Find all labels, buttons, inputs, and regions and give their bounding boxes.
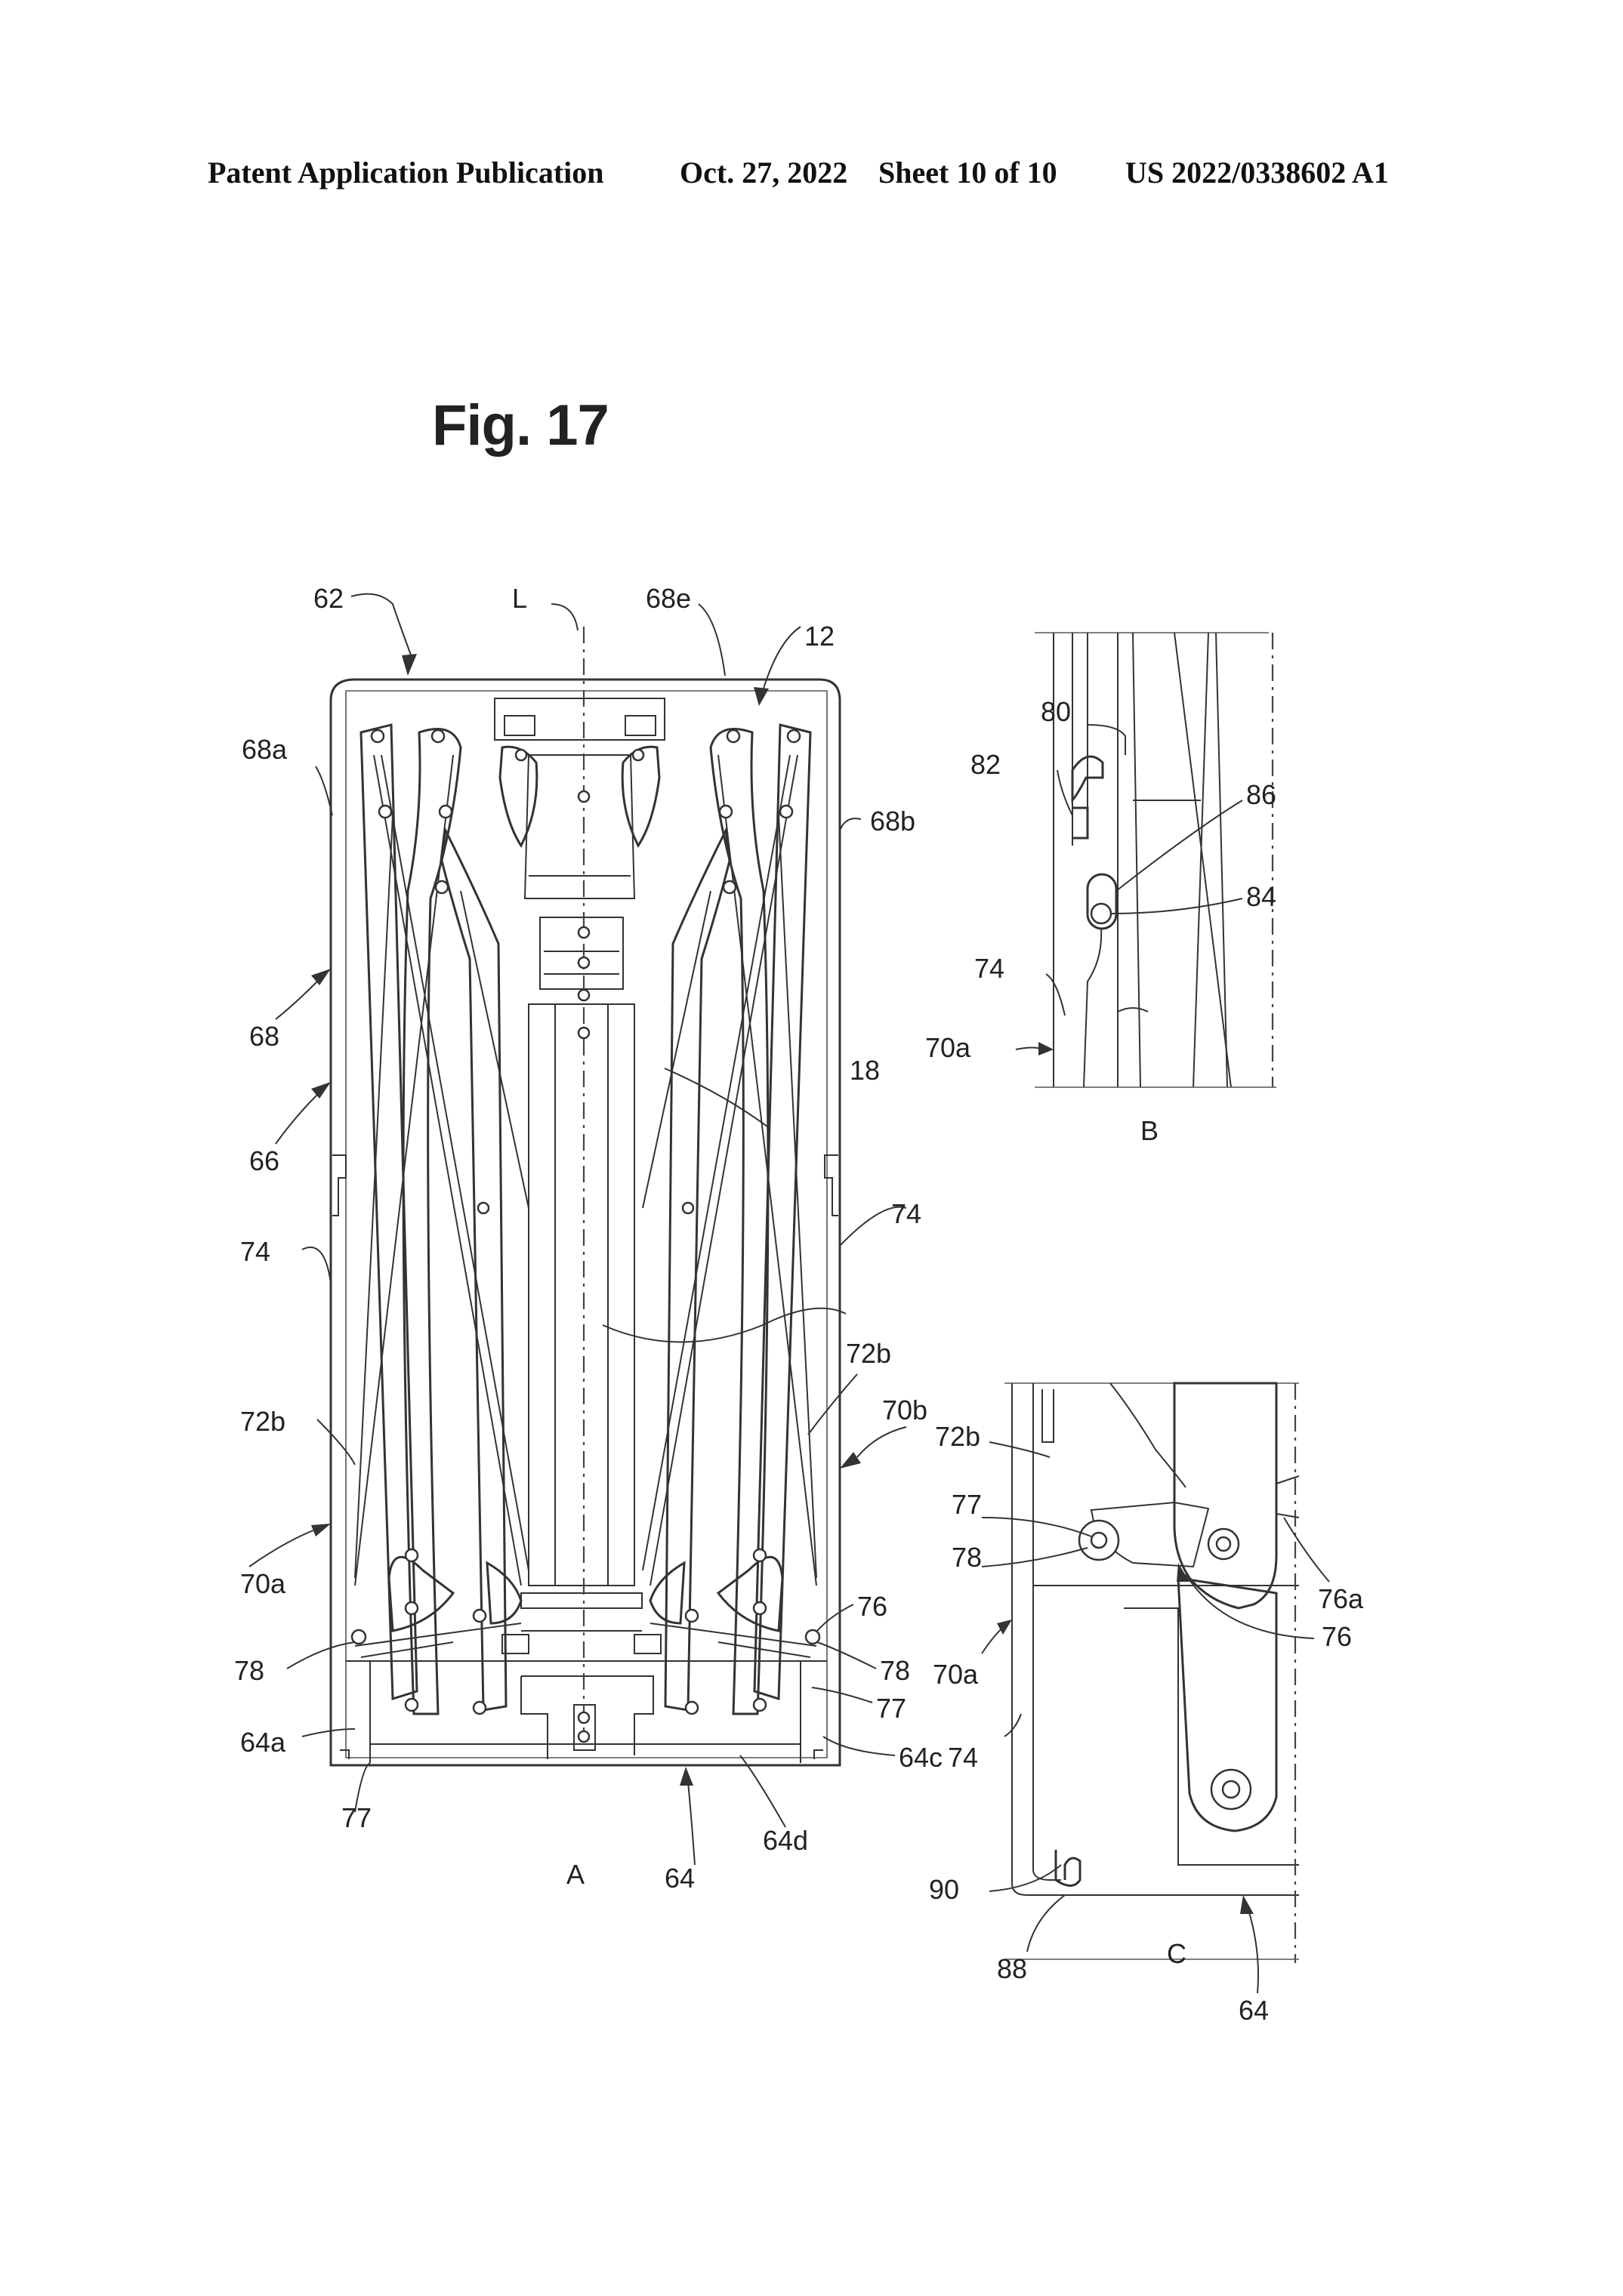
ref-80: 80 xyxy=(1041,696,1071,727)
ref-88-c: 88 xyxy=(997,1953,1027,1984)
pin-78-c xyxy=(1091,1533,1106,1548)
view-label-a: A xyxy=(566,1859,585,1890)
ref-64a: 64a xyxy=(240,1727,286,1758)
left-bottom-links xyxy=(355,1623,521,1657)
top-cap-right-clamp xyxy=(625,716,656,735)
view-label-b: B xyxy=(1140,1115,1159,1146)
ref-66: 66 xyxy=(249,1145,279,1176)
ref-64d: 64d xyxy=(763,1825,808,1856)
right-bottom-links xyxy=(650,1623,816,1657)
ref-74-b: 74 xyxy=(974,953,1004,984)
ref-L: L xyxy=(512,583,527,614)
detail-b-latch-stem xyxy=(1084,929,1101,1087)
view-b: 80 82 86 84 74 70a B xyxy=(925,633,1276,1146)
detail-b-arm-edge-1 xyxy=(1133,633,1140,1087)
column-inner xyxy=(555,1004,608,1586)
ref-74-c: 74 xyxy=(948,1742,978,1773)
column-top-section xyxy=(525,755,634,898)
arm-72b-c xyxy=(1174,1383,1276,1608)
ref-76-c: 76 xyxy=(1322,1621,1352,1652)
ref-77-right: 77 xyxy=(876,1693,906,1724)
ref-77-left: 77 xyxy=(341,1802,372,1833)
left-brace-3 xyxy=(355,815,393,1578)
ref-86: 86 xyxy=(1246,779,1276,810)
detail-c-base-inner xyxy=(1124,1608,1299,1865)
ref-74-left: 74 xyxy=(240,1236,270,1267)
frame-inner xyxy=(346,691,827,1758)
view-label-c: C xyxy=(1167,1938,1186,1969)
left-knee-lobe xyxy=(389,1557,453,1631)
ref-68b: 68b xyxy=(870,806,915,837)
ref-72b-c: 72b xyxy=(935,1421,980,1452)
detail-b-arm-edge-2 xyxy=(1174,633,1231,1087)
ref-70a: 70a xyxy=(240,1568,286,1599)
view-c-labels: 72b 77 78 76a 76 70a 74 90 88 64 C xyxy=(929,1421,1364,2026)
notch-82 xyxy=(1072,808,1088,838)
ref-12: 12 xyxy=(804,621,835,652)
ref-64: 64 xyxy=(665,1863,695,1894)
top-cap-left-clamp xyxy=(504,716,535,735)
detail-c-outer-wall xyxy=(1012,1383,1110,1895)
detail-b-curve xyxy=(1118,1008,1148,1012)
detail-c-inner-wall xyxy=(1033,1383,1061,1880)
view-c: 72b 77 78 76a 76 70a 74 90 88 64 C xyxy=(929,1383,1364,2026)
ref-70a-b: 70a xyxy=(925,1032,971,1063)
ref-68a: 68a xyxy=(242,734,288,765)
ref-72b-left: 72b xyxy=(240,1406,285,1437)
ref-78-c: 78 xyxy=(952,1542,982,1573)
ref-64c: 64c xyxy=(899,1742,943,1773)
view-a: 62 L 68e 12 68a 68b 68 66 18 74 74 72b 7… xyxy=(234,583,943,1894)
detail-c-slot xyxy=(1042,1389,1054,1442)
view-b-leaders xyxy=(1016,725,1242,1056)
ref-78-left: 78 xyxy=(234,1655,264,1686)
ref-82: 82 xyxy=(970,749,1001,780)
ref-70a-c: 70a xyxy=(933,1659,979,1690)
right-upper-lobe xyxy=(622,747,659,846)
ref-64-c: 64 xyxy=(1239,1995,1269,2026)
left-upper-lobe xyxy=(500,747,537,846)
ref-84: 84 xyxy=(1246,881,1276,912)
view-a-pins xyxy=(352,730,819,1742)
ref-70b: 70b xyxy=(882,1395,927,1425)
left-arm-mid xyxy=(403,729,461,1715)
ref-72b-right: 72b xyxy=(846,1338,891,1369)
column-base-feet xyxy=(502,1635,661,1653)
right-brace-3 xyxy=(779,815,816,1578)
top-cap xyxy=(495,698,665,740)
ref-76a-c: 76a xyxy=(1318,1583,1364,1614)
ref-78-right: 78 xyxy=(880,1655,910,1686)
ref-68e: 68e xyxy=(646,583,691,614)
left-latch-74 xyxy=(332,1155,346,1216)
column-main xyxy=(529,1004,634,1586)
ref-62: 62 xyxy=(313,583,344,614)
ref-18: 18 xyxy=(850,1055,880,1086)
ref-90-c: 90 xyxy=(929,1874,959,1905)
right-arm-mid xyxy=(711,729,768,1715)
ref-76: 76 xyxy=(857,1591,887,1622)
ref-68: 68 xyxy=(249,1021,279,1052)
right-knee-lobe xyxy=(718,1557,782,1631)
detail-b-arm-edge-3 xyxy=(1193,633,1208,1087)
ref-74-right: 74 xyxy=(891,1198,921,1229)
pin-84 xyxy=(1091,904,1111,923)
column-base-ring xyxy=(521,1593,642,1608)
detail-b-arm-edge-4 xyxy=(1216,633,1227,1087)
ref-77-c: 77 xyxy=(952,1489,982,1520)
view-a-labels: 62 L 68e 12 68a 68b 68 66 18 74 74 72b 7… xyxy=(234,583,943,1894)
